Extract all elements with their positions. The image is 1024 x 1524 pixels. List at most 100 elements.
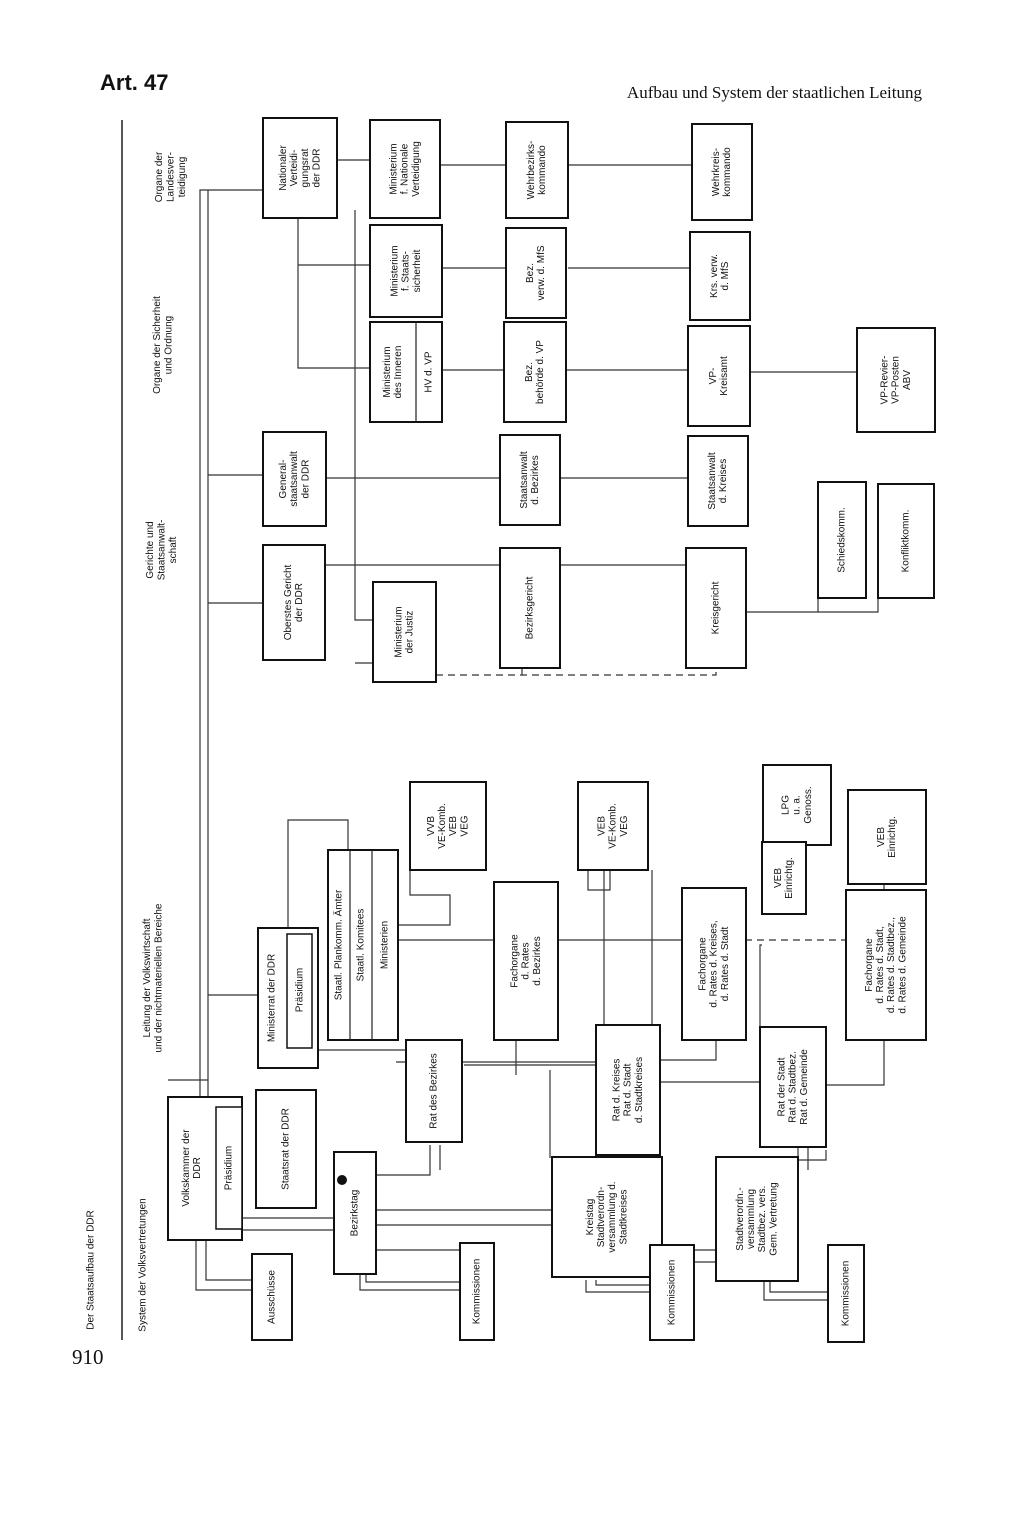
box-label: Kreisamt bbox=[719, 356, 730, 396]
box-label: der DDR bbox=[294, 583, 305, 622]
connector-line bbox=[769, 1282, 828, 1293]
box-label: d. Stadtkreises bbox=[634, 1057, 645, 1123]
box-label: d. Rates d. Stadt bbox=[720, 927, 731, 1002]
side-title-text: Der Staatsaufbau der DDR bbox=[86, 1210, 97, 1330]
box-label: HV d. VP bbox=[424, 351, 435, 392]
box-schiedskommission: Schiedskomm. bbox=[817, 481, 867, 599]
box-kommissionen-3: Kommissionen bbox=[827, 1244, 865, 1343]
box-label: VEB bbox=[876, 827, 887, 847]
box-kreisgericht: Kreisgericht bbox=[685, 547, 747, 669]
box-label: verw. d. MfS bbox=[536, 245, 547, 300]
box-label: Kommissionen bbox=[841, 1261, 852, 1327]
connector-line bbox=[818, 598, 879, 613]
box-label: staatsanwalt bbox=[289, 451, 300, 507]
box-label: General- bbox=[278, 460, 289, 499]
column-label-text: Staatsanwalt- bbox=[157, 520, 168, 581]
box-label: Bezirkstag bbox=[350, 1190, 361, 1237]
connector-line bbox=[359, 1275, 460, 1291]
box-label: des Inneren bbox=[393, 346, 404, 399]
box-label: VE-Komb. bbox=[608, 803, 619, 849]
column-label-text: Gerichte und bbox=[145, 521, 156, 578]
box-label: Oberstes Gericht bbox=[283, 564, 294, 640]
box-label: Stadtbez. vers. bbox=[757, 1186, 768, 1253]
page-number: 910 bbox=[72, 1345, 104, 1369]
box-label: Kreisgericht bbox=[711, 581, 722, 634]
box-rat-des-bezirkes: Rat des Bezirkes bbox=[405, 1039, 463, 1143]
column-label-text: und der nichtmateriellen Bereiche bbox=[153, 903, 164, 1052]
box-label: Wehrkreis- bbox=[711, 148, 722, 196]
box-label: Einrichtg. bbox=[784, 857, 795, 899]
box-label: Rat d. Gemeinde bbox=[799, 1049, 810, 1125]
side-title: Der Staatsaufbau der DDR bbox=[86, 1210, 97, 1330]
box-label: d. Rates d. Stadt, bbox=[875, 926, 886, 1003]
box-bezirksbehoerde-vp: Bez.behörde d. VP bbox=[503, 321, 567, 423]
box-label: Ministerium bbox=[382, 346, 393, 397]
box-label: d. Bezirkes bbox=[530, 455, 541, 504]
box-label: VP-Revier- bbox=[879, 356, 890, 405]
box-label: DDR bbox=[192, 1157, 203, 1179]
box-label: VEG bbox=[619, 815, 630, 836]
column-label-text: und Ordnung bbox=[163, 316, 174, 374]
box-label: versammlung d. bbox=[607, 1181, 618, 1252]
box-label: VEB bbox=[596, 816, 607, 836]
box-label: Bez. bbox=[525, 263, 536, 283]
box-label: Fachorgane bbox=[509, 934, 520, 988]
column-label-text: Landesver- bbox=[166, 152, 177, 202]
box-label: Volkskammer der bbox=[181, 1129, 192, 1207]
box-label: der DDR bbox=[300, 460, 311, 499]
box-label: Ausschüsse bbox=[267, 1270, 278, 1324]
box-konfliktkommission: Konfliktkomm. bbox=[877, 483, 935, 599]
box-label: VE-Komb. bbox=[437, 803, 448, 849]
box-label: d. Rates d. Stadtbez., bbox=[886, 917, 897, 1013]
connector-line bbox=[595, 1280, 650, 1286]
box-label: Staatsanwalt bbox=[519, 451, 530, 508]
box-label: VEG bbox=[459, 815, 470, 836]
box-label: VEB bbox=[448, 816, 459, 836]
box-label: f. Nationale bbox=[400, 143, 411, 194]
connector-line bbox=[354, 210, 372, 621]
box-label: Fachorgane bbox=[697, 937, 708, 991]
box-label: Rat d. Stadtbez. bbox=[788, 1051, 799, 1123]
box-bezirksverwaltung-mfs: Bez.verw. d. MfS bbox=[505, 227, 567, 319]
box-label: Kommissionen bbox=[472, 1259, 483, 1325]
running-header-title: Aufbau und System der staatlichen Leitun… bbox=[626, 83, 922, 102]
box-label: VEB bbox=[773, 868, 784, 888]
box-wehrkreiskommando: Wehrkreis-kommando bbox=[691, 123, 753, 221]
volkskammer-praesidium-box bbox=[215, 1106, 243, 1230]
box-label: Stadtverordn- bbox=[596, 1187, 607, 1248]
box-label: Schiedskomm. bbox=[837, 507, 848, 573]
column-label-text: Organe der Sicherheit bbox=[152, 296, 163, 394]
box-vp-kreisamt: VP-Kreisamt bbox=[687, 325, 751, 427]
box-label: VP- bbox=[708, 368, 719, 385]
box-bezirkstag: Bezirkstag bbox=[333, 1151, 377, 1275]
connector-line bbox=[199, 189, 208, 1100]
box-label: Staatl. Plankomm. Ämter bbox=[333, 889, 345, 1000]
box-label: Genoss. bbox=[803, 786, 814, 823]
box-label: der DDR bbox=[311, 149, 322, 188]
box-wehrbezirkskommando: Wehrbezirks-kommando bbox=[505, 121, 569, 219]
box-kommissionen-2: Kommissionen bbox=[649, 1244, 695, 1341]
box-label: Bezirksgericht bbox=[525, 576, 536, 639]
column-label-text: Organe der bbox=[154, 151, 165, 202]
box-label: behörde d. VP bbox=[535, 340, 546, 404]
box-label: Stadtkreises bbox=[618, 1189, 629, 1244]
box-label: der Justiz bbox=[405, 611, 416, 654]
box-label: VVB bbox=[426, 816, 437, 836]
article-number: Art. 47 bbox=[100, 70, 169, 95]
column-label-text: Leitung der Volkswirtschaft bbox=[142, 918, 153, 1037]
